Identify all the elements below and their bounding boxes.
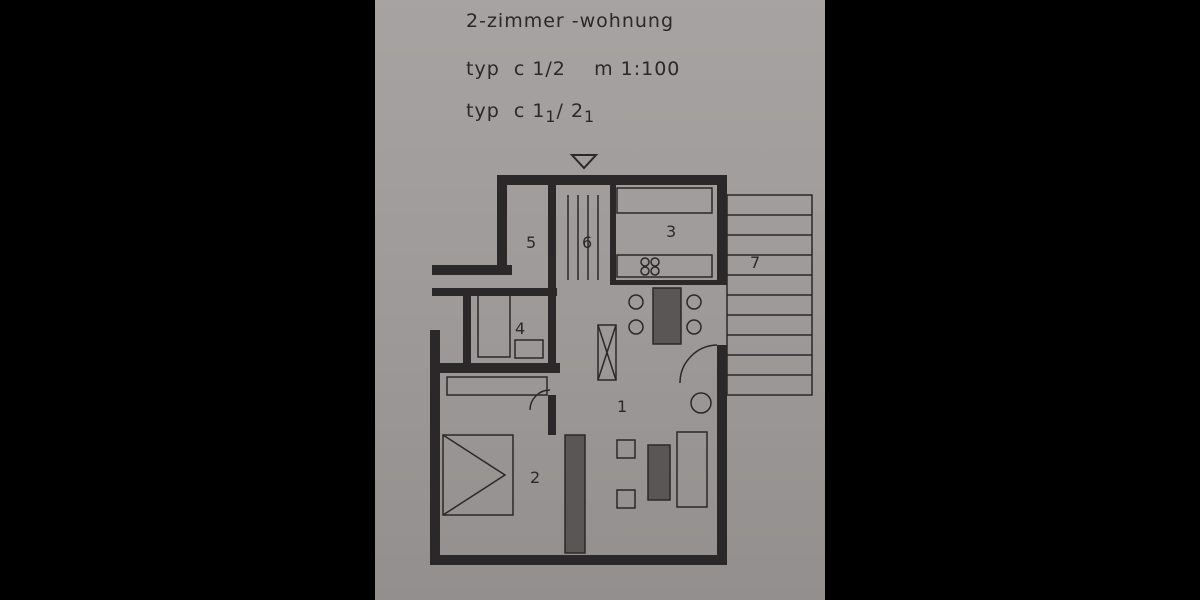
scale-label: m 1:100 [594, 58, 681, 80]
subscript: 1 [545, 106, 557, 126]
plan-title: 2-zimmer -wohnung [466, 10, 675, 32]
stair-and-balcony [567, 194, 813, 396]
room-number-7: 7 [750, 253, 760, 272]
room-number-6: 6 [582, 233, 592, 252]
subscript: 1 [584, 106, 596, 126]
type-code-2: typ c 1 [466, 100, 546, 122]
room-number-4: 4 [515, 319, 525, 338]
type-line-1: typ c 1/2 m 1:100 [466, 58, 680, 80]
furniture [442, 187, 718, 554]
type-line-2: typ c 11/ 21 [466, 100, 595, 126]
type-code-2-mid: / 2 [556, 100, 585, 122]
triangle-down-icon [569, 154, 599, 170]
paper-sheet [375, 0, 825, 600]
room-number-3: 3 [666, 222, 676, 241]
walls [430, 175, 727, 565]
room-number-1: 1 [617, 397, 627, 416]
room-number-2: 2 [530, 468, 540, 487]
type-code: typ c 1/2 [466, 58, 566, 80]
room-number-5: 5 [526, 233, 536, 252]
